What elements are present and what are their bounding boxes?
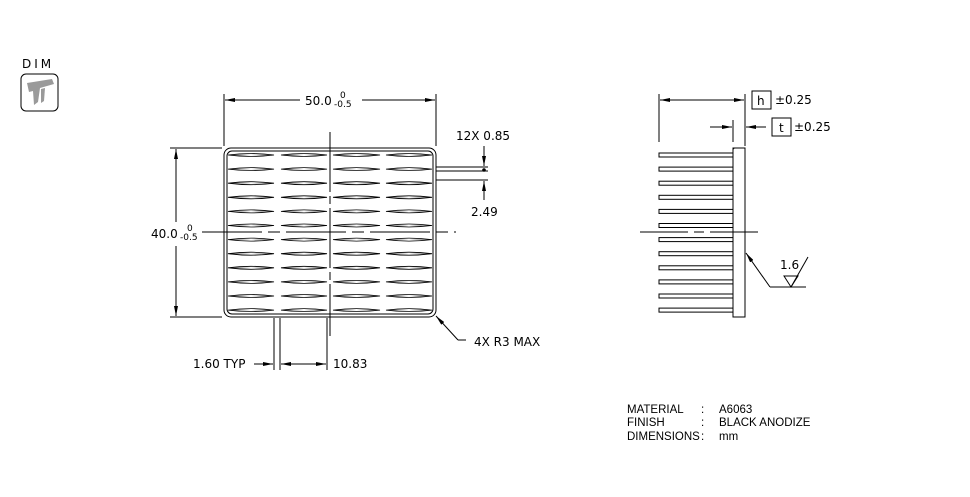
svg-text:40.0: 40.0: [151, 227, 178, 241]
front-view: [202, 132, 456, 336]
fin-slot: [332, 209, 381, 214]
fin-slot: [385, 280, 433, 284]
fin-slot: [280, 237, 328, 242]
fin-slot: [227, 280, 275, 284]
fin-slot: [227, 223, 275, 228]
side-fin: [658, 279, 734, 285]
corner-radius-note: 4X R3 MAX: [435, 315, 540, 349]
fin-slot: [227, 237, 275, 242]
side-fin: [658, 307, 734, 313]
fin-slot: [280, 209, 328, 214]
fin-slot: [385, 265, 433, 270]
svg-text:1.6: 1.6: [780, 258, 799, 272]
fin-slot: [385, 181, 433, 186]
fin-thickness-dimension: 12X 0.85 2.49: [436, 129, 510, 219]
fin-slot: [385, 223, 433, 228]
svg-text:mm: mm: [719, 431, 738, 443]
height-dimension: 40.0 0 -0.5: [151, 147, 222, 318]
svg-text:MATERIAL: MATERIAL: [627, 404, 684, 416]
side-fin: [658, 166, 734, 172]
fin-slot: [280, 195, 328, 200]
svg-text:0: 0: [187, 224, 193, 234]
fin-slot: [227, 195, 275, 200]
side-fin: [658, 223, 734, 228]
side-fin: [658, 237, 734, 243]
side-fin: [658, 208, 734, 214]
side-fin: [658, 194, 734, 200]
fin-slot: [385, 153, 433, 157]
svg-text:-0.5: -0.5: [334, 100, 352, 110]
fin-slot: [332, 181, 381, 186]
svg-text:BLACK ANODIZE: BLACK ANODIZE: [719, 417, 811, 429]
fin-slot: [385, 294, 433, 298]
svg-text:t: t: [779, 121, 784, 135]
width-dimension: 50.0 0 -0.5: [223, 91, 437, 146]
fin-slot: [280, 181, 328, 186]
fin-slot: [332, 294, 381, 298]
dim-badge-label: DIM: [22, 57, 54, 71]
svg-text:±0.25: ±0.25: [775, 93, 812, 107]
fin-slot: [227, 308, 275, 312]
side-view: h ±0.25 t ±0.25 1.6: [640, 90, 831, 318]
fin-slot: [227, 251, 275, 256]
side-fin: [658, 152, 734, 158]
fin-slot: [332, 280, 381, 284]
fin-slot: [227, 294, 275, 298]
svg-text:0: 0: [340, 91, 346, 101]
svg-text:4X R3 MAX: 4X R3 MAX: [474, 335, 540, 349]
fin-slot: [280, 308, 328, 312]
notes-block: MATERIAL : A6063 FINISH : BLACK ANODIZE …: [627, 404, 811, 443]
svg-text:12X 0.85: 12X 0.85: [456, 129, 510, 143]
svg-text:±0.25: ±0.25: [794, 120, 831, 134]
fin-slot: [385, 195, 433, 200]
fin-slot: [227, 167, 275, 171]
fin-slot: [385, 308, 433, 312]
svg-text:FINISH: FINISH: [627, 417, 665, 429]
svg-text:10.83: 10.83: [333, 357, 367, 371]
fin-slot: [280, 167, 328, 171]
side-fin: [658, 180, 734, 186]
side-fin: [658, 251, 734, 257]
fin-slot: [332, 223, 381, 228]
fin-slot: [385, 251, 433, 256]
fin-slot: [332, 308, 381, 312]
caliper-icon: [27, 79, 54, 105]
fin-slot: [280, 294, 328, 298]
fin-slot: [280, 280, 328, 284]
fin-slot: [227, 153, 275, 157]
fin-slot: [385, 237, 433, 242]
fin-slot: [385, 167, 433, 171]
fin-slot: [227, 209, 275, 214]
fin-slot: [332, 251, 381, 256]
fin-slot: [280, 223, 328, 228]
fin-slot: [332, 167, 381, 171]
fin-slot: [280, 153, 328, 157]
fin-slot: [280, 251, 328, 256]
dim-badge[interactable]: DIM: [20, 57, 59, 112]
fin-slot: [227, 265, 275, 270]
svg-text:1.60 TYP: 1.60 TYP: [193, 357, 245, 371]
svg-text:A6063: A6063: [719, 404, 752, 416]
svg-text:DIMENSIONS: DIMENSIONS: [627, 431, 700, 443]
svg-text:2.49: 2.49: [471, 205, 498, 219]
fin-slot: [332, 195, 381, 200]
fin-slot: [280, 265, 328, 270]
fin-slot: [227, 181, 275, 186]
svg-text:h: h: [757, 94, 765, 108]
side-fin: [658, 265, 734, 271]
svg-text:-0.5: -0.5: [180, 233, 198, 243]
side-fin: [658, 293, 734, 299]
fin-slot: [332, 265, 381, 270]
svg-text:50.0: 50.0: [305, 94, 332, 108]
slot-dimension: 1.60 TYP 10.83: [193, 318, 367, 371]
fin-slot: [385, 209, 433, 214]
svg-text::: :: [701, 431, 704, 443]
fin-grid: [227, 153, 433, 312]
fin-slot: [332, 153, 381, 157]
svg-text::: :: [701, 417, 704, 429]
dim-badge-frame: [20, 73, 59, 112]
fin-slot: [332, 237, 381, 242]
svg-text::: :: [701, 404, 704, 416]
